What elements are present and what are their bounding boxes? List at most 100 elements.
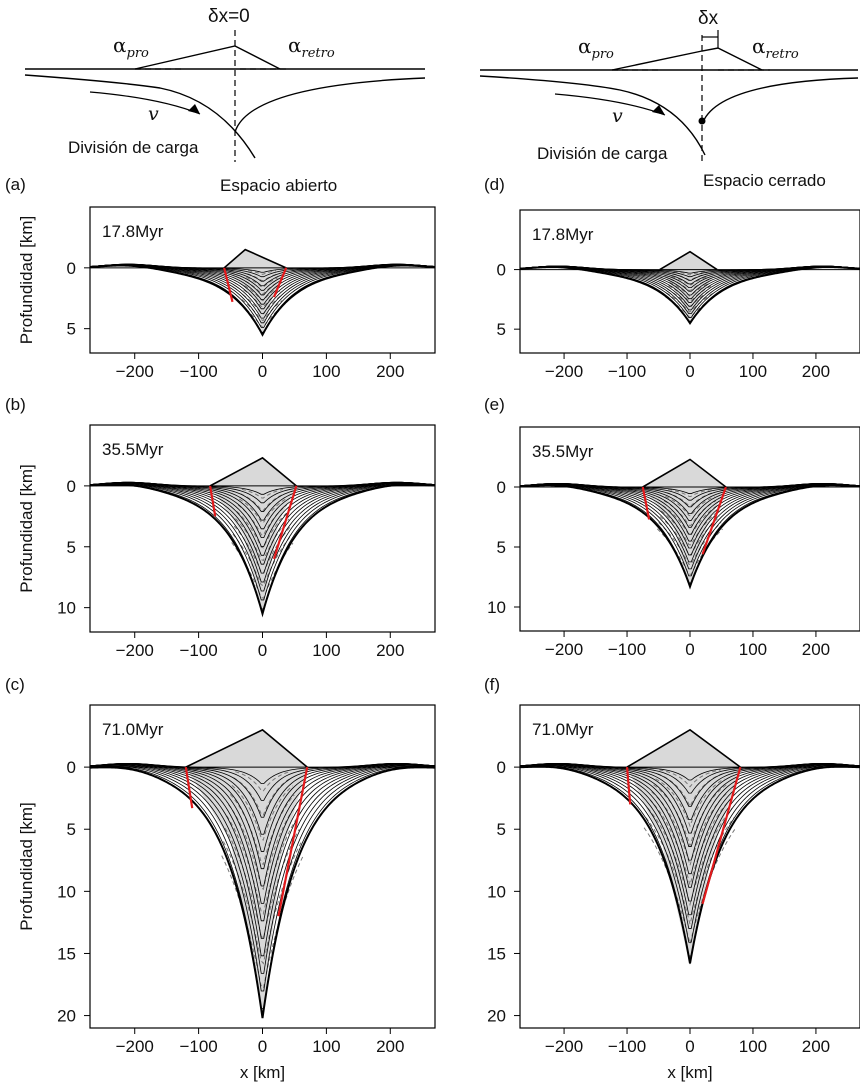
plot-area (520, 728, 860, 966)
stratigraphic-line (90, 763, 435, 922)
x-tick-label: −100 (179, 362, 217, 381)
space-label-left: Espacio abierto (220, 176, 337, 195)
x-axis-label: x [km] (667, 1063, 712, 1082)
stratigraphic-line (90, 482, 435, 583)
stratigraphic-line (90, 764, 435, 957)
y-axis-label: Profundidad [km] (17, 464, 36, 593)
x-tick-label: −100 (179, 1037, 217, 1056)
stratigraphic-line (90, 766, 435, 1009)
x-tick-label: 100 (739, 1037, 767, 1056)
stratigraphic-line (90, 482, 435, 574)
isochron-dashed-line (231, 542, 294, 599)
basin-boundary-line (520, 266, 860, 326)
pro-side-red-line (209, 485, 217, 517)
space-label-right: Espacio cerrado (703, 171, 826, 190)
stratigraphic-line (520, 763, 860, 875)
division-label-right: División de carga (537, 144, 668, 163)
isochron-dashed-line (241, 299, 283, 322)
isochron-dashed-line (673, 270, 706, 276)
wedge-topography-line (642, 458, 727, 488)
retro-side-red-line (701, 766, 742, 905)
retro-side-red-line (701, 486, 727, 555)
isochron-dashed-line (229, 794, 295, 866)
x-tick-label: 200 (376, 362, 404, 381)
wedge-top-right (611, 47, 763, 71)
panel-letter: (a) (5, 175, 26, 194)
x-tick-label: −200 (116, 362, 154, 381)
isochron-dashed-line (649, 799, 731, 887)
y-tick-label: 10 (57, 882, 76, 901)
split-point-right (698, 117, 706, 125)
x-tick-label: −100 (179, 641, 217, 660)
pro-side-red-line (223, 267, 234, 303)
time-label: 35.5Myr (102, 440, 164, 459)
isochron-dashed-line (247, 273, 277, 282)
alpha-retro-label-left: αretro (288, 33, 335, 61)
isochron-dashed-line (668, 488, 712, 498)
y-tick-label: 10 (57, 599, 76, 618)
stratigraphic-line (520, 763, 860, 888)
v-label-right: v (612, 105, 623, 127)
isochron-dashed-line (655, 778, 725, 828)
time-label: 35.5Myr (532, 442, 594, 461)
slab-curve-right (479, 75, 706, 156)
y-tick-label: 0 (497, 478, 506, 497)
isochron-dashed-line (653, 784, 727, 848)
pro-side-red-line (184, 766, 194, 809)
retro-side-red-line (272, 267, 288, 298)
y-tick-label: 20 (57, 1007, 76, 1026)
velocity-arrow-right (554, 93, 666, 116)
plot-area (90, 456, 435, 618)
isochron-dashed-line (226, 815, 299, 915)
isochron-dashed-line (647, 807, 733, 907)
division-label-left: División de carga (68, 138, 199, 157)
wedge-top-left (134, 45, 281, 70)
basin-boundary-line (520, 765, 860, 964)
y-tick-label: 5 (497, 538, 506, 557)
y-tick-label: 10 (487, 882, 506, 901)
retro-curve-left (234, 77, 426, 133)
wedge-topography-line (659, 250, 718, 271)
wedge-topography-line (185, 728, 308, 768)
isochron-dashed-line (248, 270, 277, 275)
y-axis-label: Profundidad [km] (17, 802, 36, 931)
x-tick-label: −200 (116, 641, 154, 660)
y-tick-label: 5 (497, 320, 506, 339)
x-tick-label: 200 (802, 640, 830, 659)
wedge-topography-line (626, 728, 741, 768)
isochron-dashed-line (231, 785, 293, 841)
x-axis-label: x [km] (240, 1063, 285, 1082)
isochron-dashed-line (643, 827, 737, 944)
isochron-dashed-line (232, 533, 293, 587)
time-label: 71.0Myr (102, 720, 164, 739)
isochron-dashed-line (235, 771, 290, 792)
x-tick-label: −200 (545, 362, 583, 381)
stratigraphic-line (90, 765, 435, 992)
y-tick-label: 0 (497, 758, 506, 777)
isochron-dashed-line (221, 855, 304, 990)
plot-area (520, 250, 860, 326)
plot-area (90, 248, 435, 337)
basin-boundary-line (90, 766, 435, 1019)
retro-side-red-line (277, 766, 309, 917)
x-tick-label: 100 (739, 362, 767, 381)
stratigraphic-line (90, 765, 435, 974)
panel-letter: (b) (5, 395, 26, 414)
alpha-retro-label-right: αretro (752, 34, 799, 62)
x-tick-label: 100 (312, 1037, 340, 1056)
wedge-topography-line (209, 456, 297, 487)
basin-boundary-line (90, 483, 435, 618)
stratigraphic-line (520, 765, 860, 957)
isochron-dashed-line (244, 285, 280, 302)
isochron-dashed-line (658, 522, 722, 566)
y-tick-label: 10 (487, 598, 506, 617)
stratigraphic-line (520, 763, 860, 902)
y-tick-label: 5 (497, 820, 506, 839)
isochron-dashed-line (239, 498, 286, 524)
isochron-dashed-line (240, 493, 285, 512)
velocity-arrowhead-left (188, 104, 200, 114)
